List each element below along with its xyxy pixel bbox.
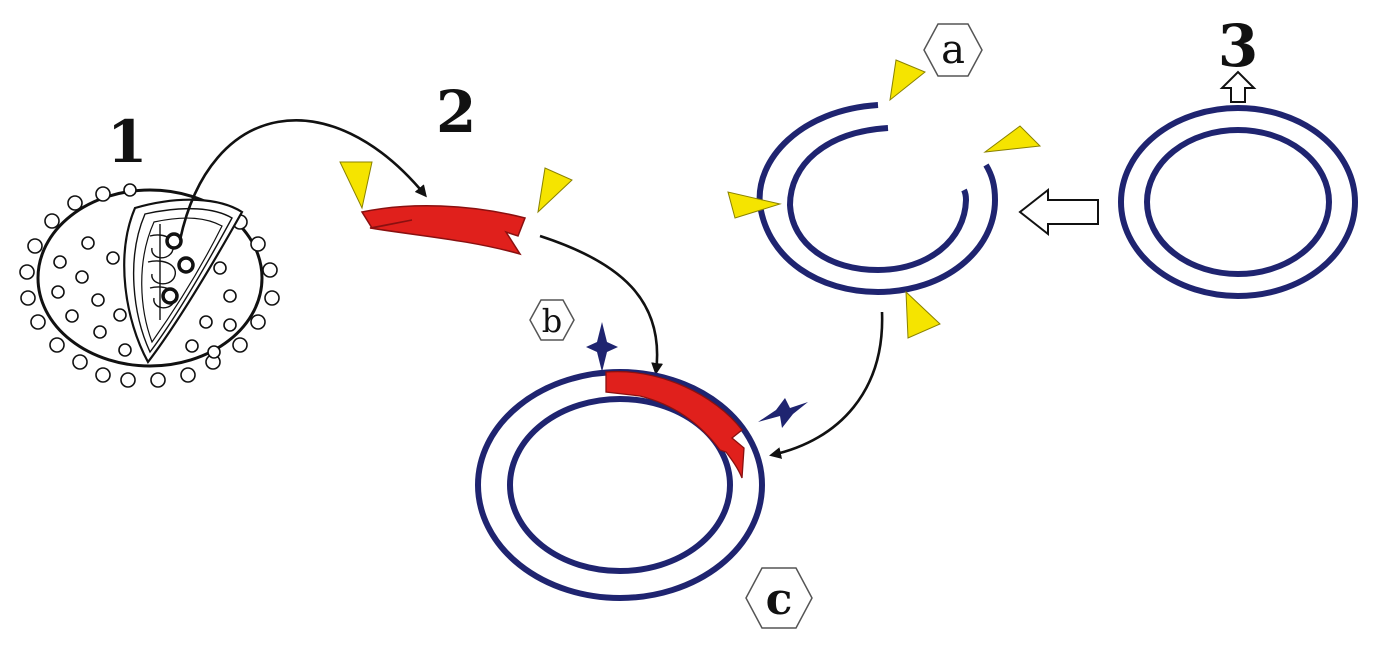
- label-b: b: [542, 302, 562, 340]
- restriction-enzyme-triangle-a1: [889, 59, 926, 102]
- step-2-label: 2: [436, 78, 476, 146]
- hollow-arrow-up: [1219, 70, 1257, 103]
- ligase-star-right: [758, 398, 808, 428]
- arrow-plasmid-to-recombinant: [769, 311, 884, 459]
- restriction-enzyme-triangle-a3: [727, 191, 782, 219]
- label-c-hexagon: c: [745, 567, 813, 629]
- label-b-hexagon: b: [529, 299, 575, 341]
- arrow-gene-to-recombinant: [539, 234, 664, 375]
- label-a: a: [941, 27, 965, 73]
- step-1-label: 1: [107, 108, 147, 176]
- inserted-gene-segment: [605, 370, 745, 479]
- recombinant-plasmid: [475, 369, 765, 601]
- label-c: c: [766, 574, 793, 625]
- bacterial-cell-icon: [19, 183, 280, 388]
- restriction-enzyme-triangle-right: [537, 167, 573, 214]
- hollow-arrow-left: [1018, 187, 1099, 237]
- restriction-enzyme-triangle-a2: [983, 125, 1042, 153]
- target-gene-fragment: [360, 205, 527, 256]
- plasmid-dot-3: [161, 287, 179, 305]
- restriction-enzyme-triangle-left: [339, 161, 373, 210]
- step-3-label: 3: [1218, 12, 1258, 80]
- plasmid-dot-2: [177, 256, 195, 274]
- plasmid-dot-1: [165, 232, 183, 250]
- arrow-cell-to-gene: [178, 119, 427, 241]
- restriction-enzyme-triangle-a4: [905, 290, 941, 339]
- cut-plasmid: [756, 102, 999, 296]
- label-a-hexagon: a: [923, 23, 983, 77]
- surface-projections: [19, 183, 280, 388]
- intact-plasmid: [1118, 105, 1358, 299]
- ligase-star-b: [586, 322, 618, 372]
